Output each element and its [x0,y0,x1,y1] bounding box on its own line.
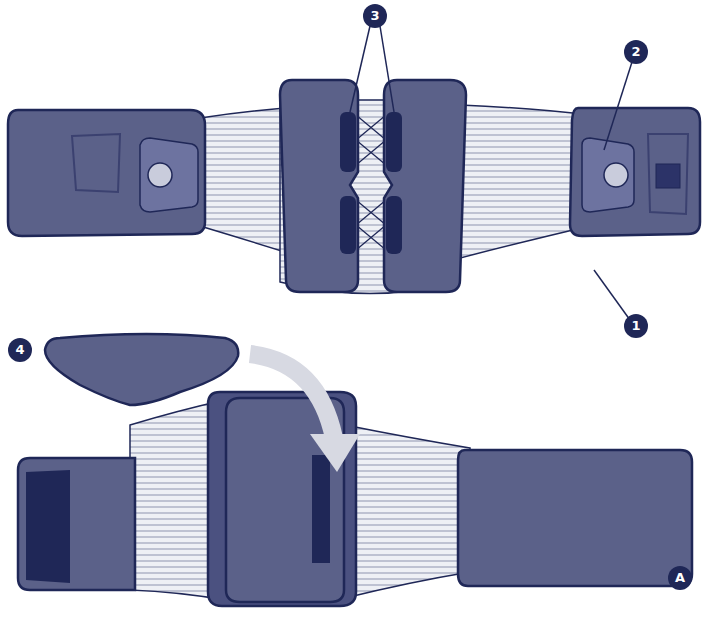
hook-strip [26,470,70,583]
callout-number: 3 [363,4,387,28]
top-brace [8,80,700,294]
tab-hole [148,163,172,187]
insert-arrow-head [310,434,360,472]
insert-arrow [250,354,334,438]
right-tab [570,108,700,236]
lumbar-pad [45,334,238,405]
stay [340,196,356,254]
left-tab [8,110,205,236]
laces [356,115,386,250]
elastic-band [200,108,285,252]
callout-number: 4 [8,338,32,362]
pull-tab [582,138,634,212]
stay [386,112,402,172]
pad-slot [312,455,330,563]
back-panel [280,80,358,292]
stay [340,112,356,172]
callout-number: A [668,566,692,590]
callout-number: 1 [624,314,648,338]
tab-pocket [72,134,120,192]
back-panel [384,80,466,292]
pull-tab [140,138,198,212]
elastic-band [345,425,470,598]
callout-number: 2 [624,40,648,64]
tab-hole [604,163,628,187]
leader-lines [350,26,632,320]
tab-pocket [648,134,688,214]
right-tab [458,450,692,586]
left-tab [18,458,135,590]
stay [386,196,402,254]
logo-square [656,164,680,188]
